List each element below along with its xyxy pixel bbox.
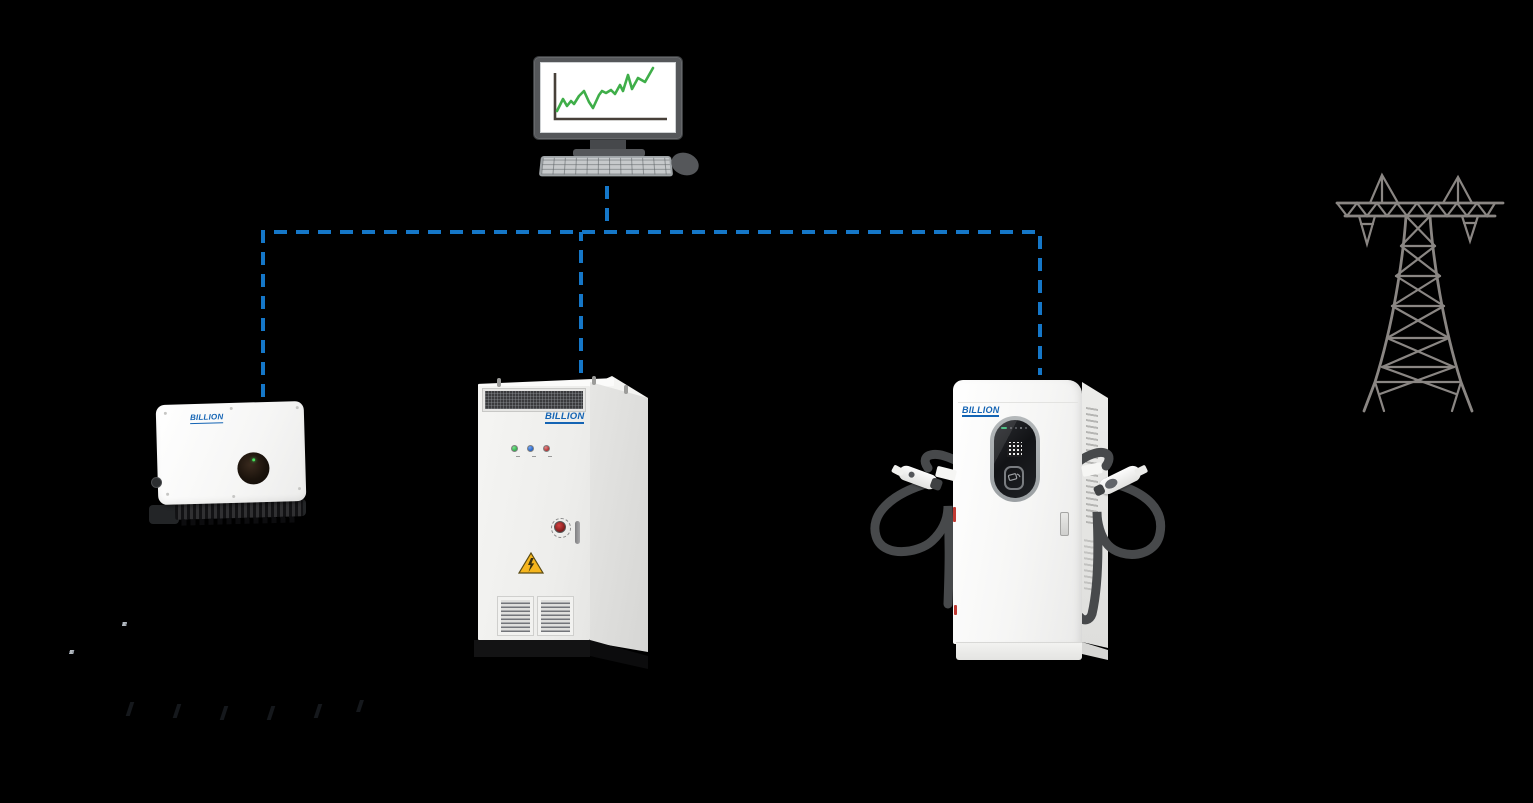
charger-panel-seam [958, 402, 1078, 403]
inverter-display [236, 451, 270, 485]
led [1015, 427, 1017, 429]
monitor-stand-base [573, 149, 645, 157]
charger-side-marker [954, 605, 957, 615]
cabinet-side-face [590, 382, 648, 652]
led [1025, 427, 1027, 429]
lifting-bolt [497, 378, 501, 387]
inverter-port-knob [151, 477, 162, 488]
high-voltage-warning-icon [518, 552, 544, 574]
charger-status-leds [1001, 427, 1027, 429]
card-tap-icon [1004, 466, 1024, 490]
inverter-foot [149, 505, 179, 524]
cabinet-vent-grille-top [483, 389, 585, 411]
solar-panel-array-icon [50, 612, 390, 762]
screw [163, 411, 167, 415]
charger-base [956, 642, 1082, 660]
monitor-chart-line [555, 66, 655, 113]
charger-side-marker [953, 507, 956, 522]
solar-panel [122, 622, 128, 626]
screw [232, 494, 236, 498]
charging-cable-left [870, 477, 954, 609]
panel-leg [356, 700, 364, 712]
screw [295, 406, 299, 410]
cabinet-logo: BILLION [545, 411, 585, 424]
screw [229, 406, 233, 411]
charging-cable-right [1075, 477, 1166, 625]
keyboard-icon [538, 156, 674, 177]
cabinet-base [474, 640, 590, 657]
led [1020, 427, 1022, 429]
led [1010, 427, 1012, 429]
inverter-body: BILLION [155, 400, 307, 506]
solar-panel-row [50, 650, 358, 738]
emergency-stop-button-icon [551, 518, 571, 538]
lifting-bolt [592, 376, 596, 385]
screw [166, 492, 170, 496]
battery-storage-cabinet-icon: BILLION [470, 372, 670, 682]
indicator-light-red [543, 445, 552, 457]
indicator-light-blue [527, 445, 536, 457]
charger-logo: BILLION [962, 405, 1000, 417]
cabinet-vent-grille-bottom [497, 596, 534, 636]
transmission-tower-icon [1335, 172, 1505, 413]
indicator-light-green [511, 445, 520, 457]
dashed-connector [261, 186, 1042, 397]
charger-door-handle [1060, 512, 1069, 536]
inverter-logo: BILLION [189, 412, 224, 425]
solar-inverter-icon: BILLION [145, 395, 323, 537]
monitoring-computer-icon [528, 46, 718, 186]
chart-axis [553, 73, 667, 121]
cabinet-door-handle [575, 521, 580, 544]
charging-cable-right [1073, 448, 1114, 471]
ev-charging-station-icon: BILLION [870, 370, 1170, 670]
lifting-bolt [624, 385, 628, 394]
gun-socket [907, 470, 916, 479]
monitor-stand-neck [590, 140, 626, 150]
solar-panel [69, 650, 75, 654]
screw [297, 487, 302, 491]
cabinet-vent-grille-bottom [537, 596, 574, 636]
led-green [1001, 427, 1007, 429]
qr-code-icon [1007, 442, 1022, 457]
charger-display [994, 420, 1036, 498]
monitor-screen [540, 62, 676, 133]
mouse-icon [668, 149, 702, 179]
monitor-trend-chart [553, 66, 667, 121]
